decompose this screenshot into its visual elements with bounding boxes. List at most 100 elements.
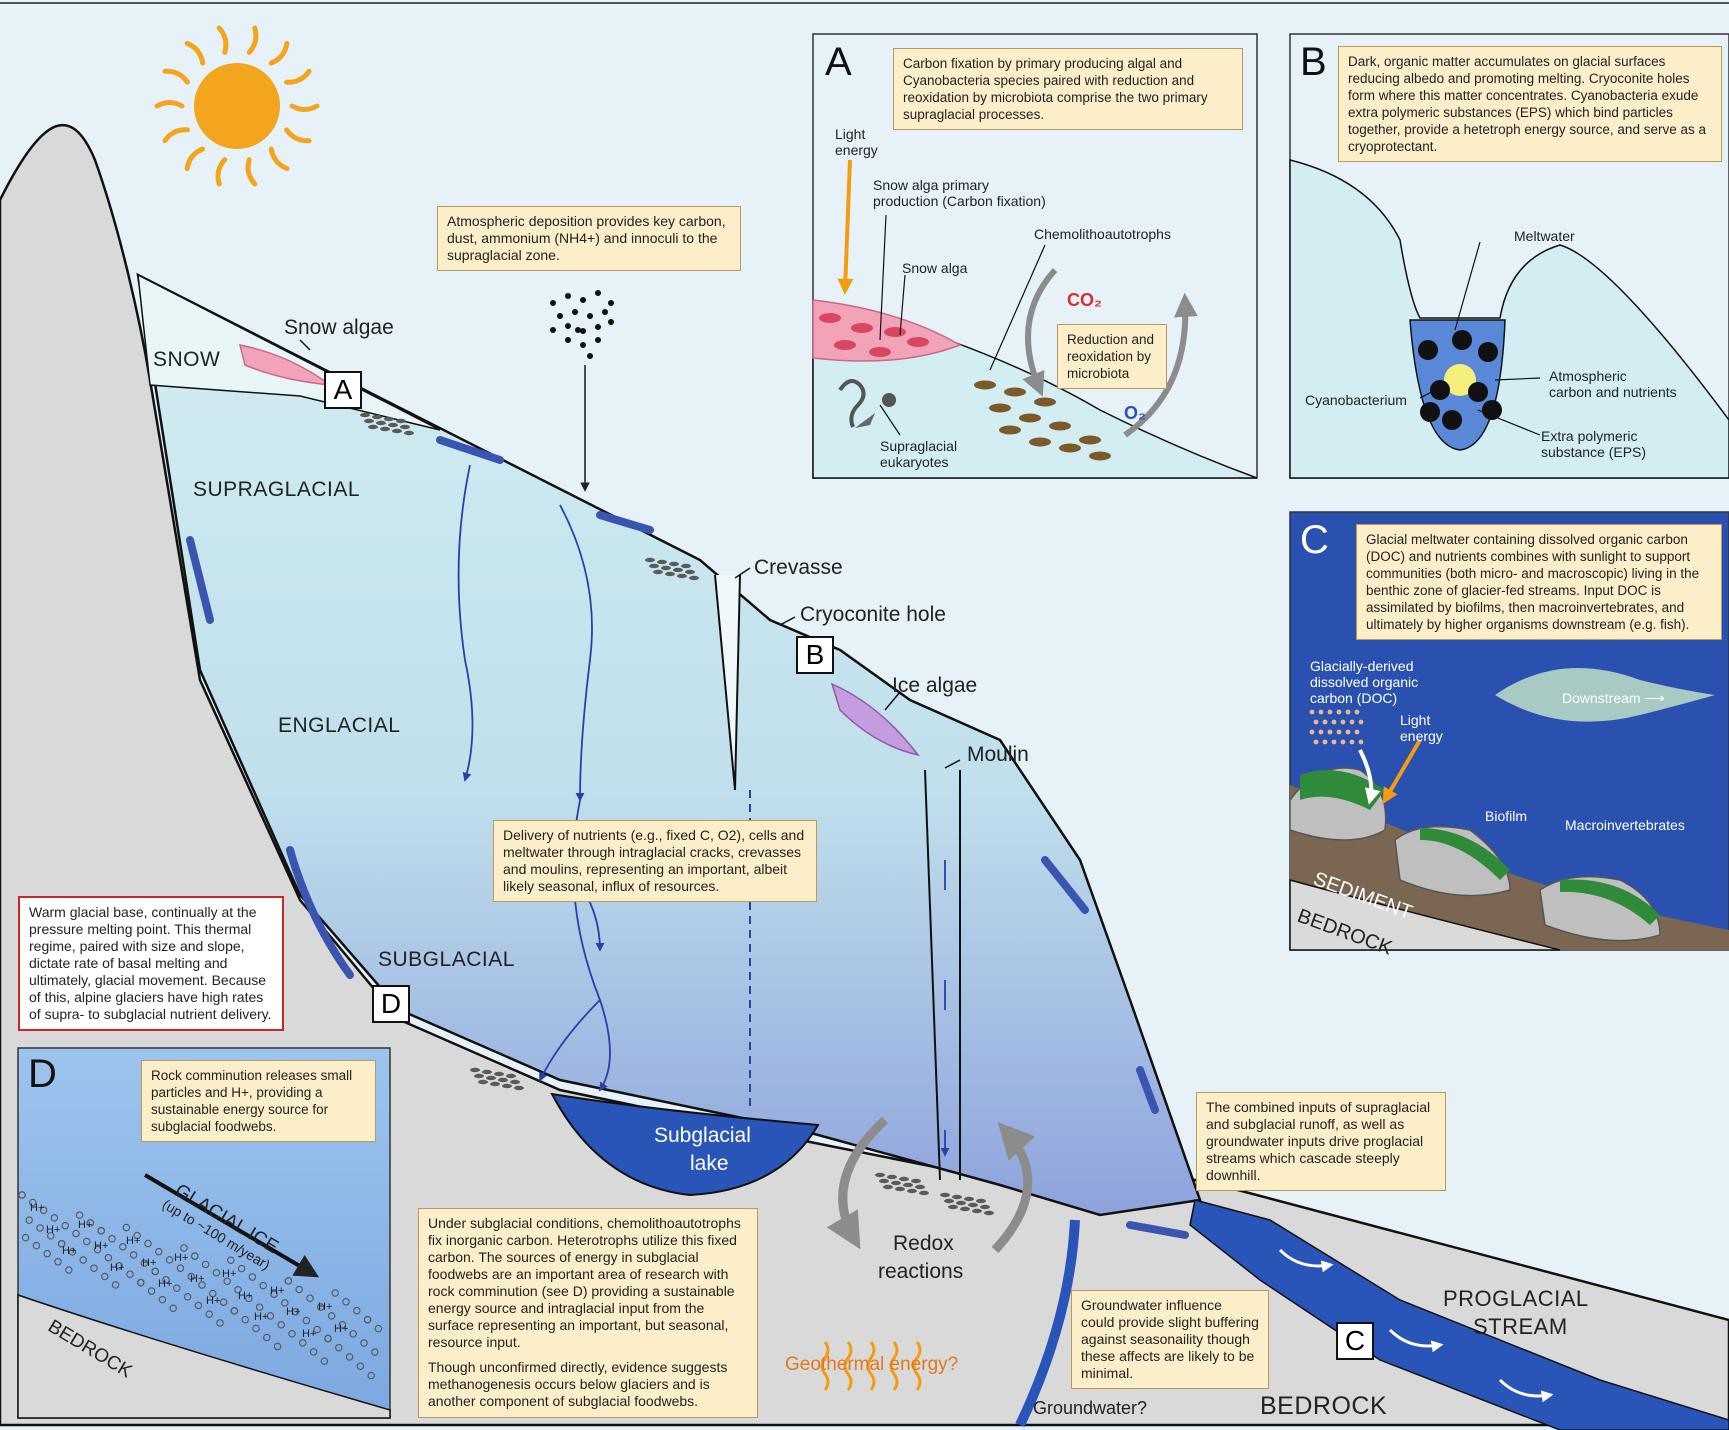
cryoconite-particle: [1442, 410, 1462, 430]
chemolithoautotroph-cell: [989, 404, 1011, 413]
marker-d: D: [372, 985, 410, 1023]
redox-label-2: reactions: [878, 1260, 963, 1284]
sediment-dash: [887, 1175, 897, 1179]
moulin-label: Moulin: [967, 743, 1029, 767]
h-ion-label: H+: [270, 1283, 284, 1299]
particle-dot: [550, 300, 556, 306]
sediment-dash: [689, 576, 699, 580]
panel-c-light-label: Light: [1400, 712, 1430, 728]
sediment-dash: [360, 413, 370, 417]
doc-dot: [1323, 740, 1328, 745]
h-ion-label: H+: [62, 1243, 76, 1259]
sediment-dash: [514, 1086, 524, 1090]
particle-dot: [580, 328, 586, 334]
sediment-dash: [498, 1078, 508, 1082]
sediment-dash: [940, 1193, 950, 1197]
doc-dot: [1332, 740, 1337, 745]
sediment-dash: [645, 558, 655, 562]
panel-a-reduction: Reduction and reoxidation by microbiota: [1057, 324, 1167, 389]
cryoconite-particle: [1452, 330, 1472, 350]
note-subglacial: Under subglacial conditions, chemolithoa…: [418, 1208, 758, 1418]
particle-dot: [565, 323, 571, 329]
sediment-dash: [984, 1211, 994, 1215]
particle-dot: [602, 309, 608, 315]
h-ion-label: H+: [174, 1250, 188, 1266]
h-ion-label: H+: [222, 1266, 236, 1282]
doc-dot: [1319, 710, 1324, 715]
cryoconite-particle: [1430, 380, 1450, 400]
doc-dot: [1359, 740, 1364, 745]
sediment-dash: [879, 1179, 889, 1183]
doc-dot: [1350, 740, 1355, 745]
particle-dot: [595, 337, 601, 343]
panel-d-note: Rock comminution releases small particle…: [141, 1060, 376, 1142]
doc-dot: [1310, 730, 1315, 735]
particle-dot: [608, 300, 614, 306]
sediment-dash: [404, 431, 414, 435]
panel-a-light-label-2: energy: [835, 142, 878, 158]
sediment-dash: [392, 429, 402, 433]
sediment-dash: [903, 1183, 913, 1187]
panel-a-primary-label-2: production (Carbon fixation): [873, 193, 1046, 209]
sediment-dash: [380, 427, 390, 431]
doc-dot: [1332, 720, 1337, 725]
doc-dot: [1359, 720, 1364, 725]
sediment-dash: [364, 419, 374, 423]
marker-a: A: [324, 371, 362, 409]
note-subglacial-p1: Under subglacial conditions, chemolithoa…: [428, 1215, 748, 1351]
panel-b-letter: B: [1300, 40, 1327, 85]
sediment-dash: [980, 1205, 990, 1209]
snow-algae-label: Snow algae: [284, 316, 394, 340]
doc-dot: [1314, 740, 1319, 745]
panel-c-letter: C: [1300, 518, 1329, 563]
particle-dot: [608, 319, 614, 325]
particle-dot: [565, 293, 571, 299]
eukaryote-icon: [882, 393, 896, 407]
chemolithoautotroph-cell: [999, 426, 1021, 435]
panel-a-primary-label: Snow alga primary: [873, 177, 989, 193]
zone-supraglacial-label: SUPRAGLACIAL: [193, 478, 360, 502]
h-ion-label: H+: [158, 1276, 172, 1292]
sediment-dash: [661, 566, 671, 570]
sediment-dash: [952, 1195, 962, 1199]
sediment-dash: [907, 1189, 917, 1193]
sediment-dash: [956, 1201, 966, 1205]
doc-dot: [1337, 730, 1342, 735]
particle-dot: [565, 337, 571, 343]
marker-c: C: [1336, 1322, 1374, 1360]
sediment-dash: [490, 1082, 500, 1086]
sediment-dash: [915, 1185, 925, 1189]
doc-dot: [1310, 710, 1315, 715]
note-delivery: Delivery of nutrients (e.g., fixed C, O2…: [493, 820, 817, 902]
cryoconite-particle: [1468, 382, 1488, 402]
proglacial-label: PROGLACIAL: [1443, 1286, 1589, 1312]
sediment-dash: [494, 1072, 504, 1076]
chemolithoautotroph-cell: [1029, 438, 1051, 447]
sediment-dash: [653, 570, 663, 574]
doc-dot: [1355, 730, 1360, 735]
sediment-dash: [948, 1205, 958, 1209]
particle-dot: [595, 324, 601, 330]
geothermal-label: Geothermal energy?: [785, 1354, 958, 1376]
sediment-dash: [400, 425, 410, 429]
groundwater-label: Groundwater?: [1033, 1398, 1147, 1419]
doc-dot: [1341, 720, 1346, 725]
particle-dot: [595, 290, 601, 296]
chemolithoautotroph-cell: [1059, 444, 1081, 453]
sediment-dash: [506, 1074, 516, 1078]
cryoconite-particle: [1478, 342, 1498, 362]
h-ion-label: H+: [126, 1233, 140, 1249]
sediment-dash: [384, 417, 394, 421]
panel-b-note: Dark, organic matter accumulates on glac…: [1338, 46, 1722, 162]
sediment-dash: [883, 1185, 893, 1189]
ice-algae-label: Ice algae: [892, 674, 977, 698]
h-ion-label: H+: [190, 1271, 204, 1287]
panel-a-light-label: Light: [835, 126, 865, 142]
panel-a-letter: A: [825, 40, 852, 85]
sediment-dash: [470, 1068, 480, 1072]
snow-alga-cell: [819, 313, 841, 323]
sediment-dash: [960, 1207, 970, 1211]
panel-b-atm-label: Atmospheric: [1549, 368, 1627, 384]
note-combined: The combined inputs of supraglacial and …: [1196, 1092, 1446, 1191]
